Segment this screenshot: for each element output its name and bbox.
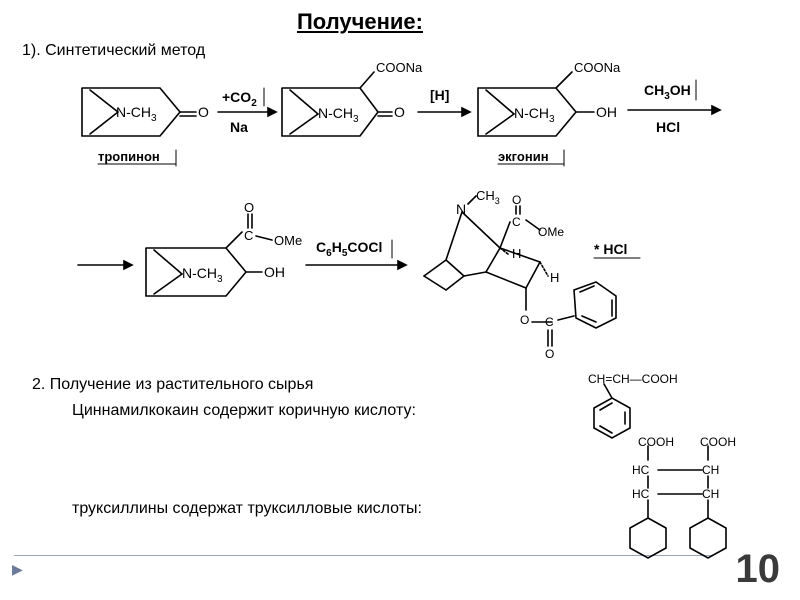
methyl-ecgonine-structure: [145, 213, 273, 297]
truxillic-hc-top: HC: [632, 463, 650, 477]
page-title: Получение:: [296, 9, 423, 34]
cocaine-c-label: C: [512, 215, 521, 229]
cocaine-ch3-label: CH3: [476, 188, 500, 206]
cocaine-h2-label: H: [550, 270, 559, 285]
section-synthetic-heading: 1). Синтетический метод: [22, 42, 206, 59]
step1-reagent-above: +CO2: [222, 89, 257, 109]
reaction-arrow-esterification: [627, 79, 722, 116]
ester-c-label: C: [244, 228, 253, 243]
cocaine-h1-label: H: [512, 246, 521, 261]
ester-n-label: N-CH3: [182, 265, 223, 285]
continuation-arrow: [77, 259, 134, 271]
cocaine-o2-label: O: [520, 313, 529, 327]
reaction-arrow-carboxylation: [217, 87, 278, 118]
cinnamylcocaine-text: Циннамилкокаин содержит коричную кислоту…: [72, 402, 416, 419]
footer-arrow-icon: ▶: [12, 561, 23, 577]
ecgonine-name: экгонин: [498, 149, 549, 164]
tropinone-structure: [81, 87, 197, 167]
step4-reagent: C6H5COCl: [316, 239, 382, 259]
carboxy-tropinone-structure: [281, 71, 393, 137]
cocaine-n-label: N: [456, 201, 466, 217]
ecgonine-n-label: N-CH3: [514, 105, 555, 125]
cocaine-o3-label: O: [545, 347, 554, 361]
cocaine-structure: [423, 195, 617, 347]
reaction-arrow-reduction: [417, 106, 472, 118]
step3-reagent-above: CH3OH: [644, 82, 691, 102]
ecgonine-coona-label: COONa: [574, 60, 621, 75]
footer-divider: [14, 555, 714, 556]
truxillic-hc-bottom: HC: [632, 487, 650, 501]
cocaine-c2-label: C: [545, 315, 554, 329]
cocaine-ome-label: OMe: [538, 225, 564, 239]
truxillic-ch-bottom: CH: [702, 487, 719, 501]
cinnamic-acid-structure: [593, 383, 631, 439]
truxillic-acid-structure: [629, 445, 727, 559]
truxillic-cooh-right: COOH: [700, 435, 736, 449]
tropinone-name: тропинон: [98, 149, 160, 164]
reaction-arrow-benzoylation: [305, 239, 408, 271]
hcl-salt-label: * HCl: [594, 241, 627, 257]
comp2-coona-label: COONa: [376, 60, 423, 75]
tropinone-n-label: N-CH3: [116, 104, 157, 124]
truxillic-ch-top: CH: [702, 463, 719, 477]
page-number: 10: [735, 547, 781, 591]
ester-ome-label: OMe: [274, 233, 302, 248]
step2-reagent: [H]: [430, 87, 449, 103]
section-plant-heading: 2. Получение из растительного сырья: [32, 376, 314, 393]
ecgonine-structure: [477, 71, 595, 167]
truxillin-text: труксиллины содержат труксилловые кислот…: [72, 500, 422, 517]
comp2-n-label: N-CH3: [318, 105, 359, 125]
ester-o-label: O: [244, 200, 254, 215]
ecgonine-oh-label: OH: [596, 104, 617, 120]
comp2-o-label: O: [394, 104, 405, 120]
tropinone-o-label: O: [198, 104, 209, 120]
step3-reagent-below: HCl: [656, 119, 680, 135]
cocaine-o1-label: O: [512, 193, 521, 207]
cinnamic-chain-label: CH=CH—COOH: [588, 372, 678, 386]
step1-reagent-below: Na: [230, 119, 248, 135]
truxillic-cooh-left: COOH: [638, 435, 674, 449]
ester-oh-label: OH: [264, 264, 285, 280]
